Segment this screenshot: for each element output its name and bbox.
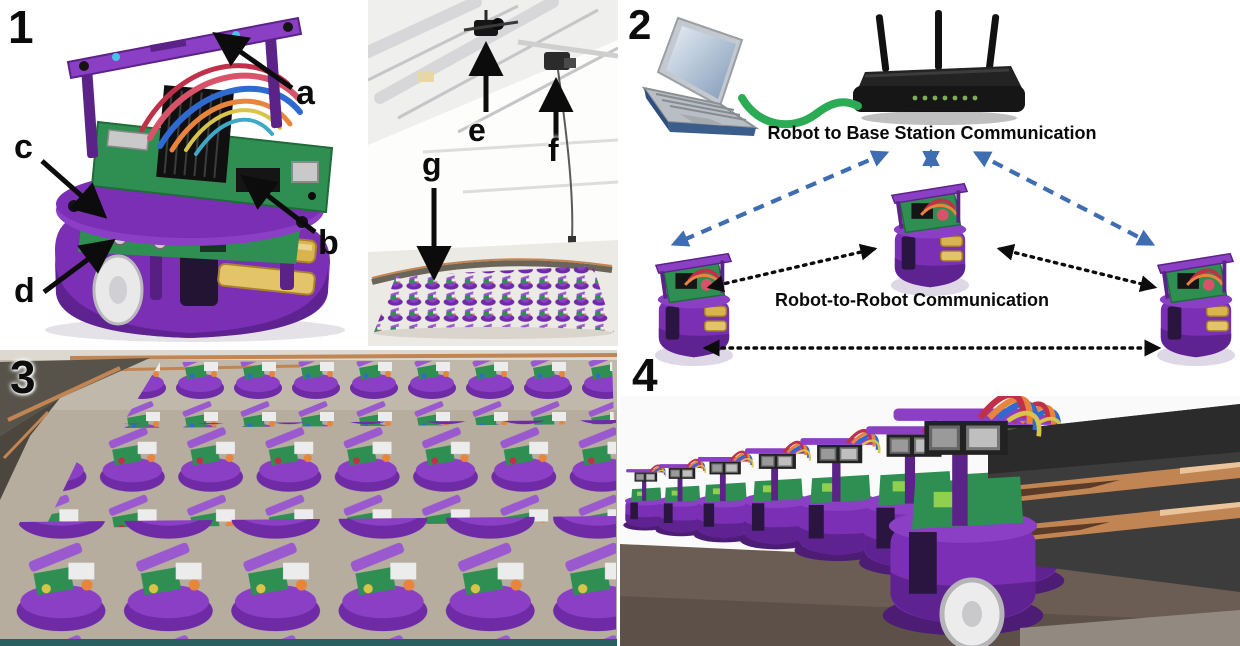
robot-closeup-photo (0, 0, 368, 346)
charging-rail-border (0, 358, 150, 500)
panel-number-1: 1 (8, 1, 34, 53)
diagram-robots (652, 181, 1238, 367)
robot-icon-center (888, 181, 972, 297)
annotation-label-g: g (422, 146, 442, 182)
router-leds (912, 95, 978, 101)
annotation-label-c: c (14, 128, 33, 166)
charging-row-photo (620, 396, 1240, 646)
antennas (875, 10, 1000, 72)
wall-rails (422, 138, 618, 194)
copper-pipe (69, 353, 617, 360)
robot-icon-right (1154, 251, 1238, 367)
panel-number-2: 2 (628, 1, 651, 48)
robot-swarm (374, 266, 614, 332)
annotation-label-a: a (296, 74, 315, 112)
router-icon (853, 10, 1025, 125)
panel-number-3: 3 (10, 351, 36, 403)
robot-swarm-far (120, 360, 614, 428)
arena-rail (371, 260, 613, 285)
caption-base-station: Robot to Base Station Communication (767, 123, 1097, 143)
robot-icon (883, 396, 1044, 646)
annotation-label-f: f (548, 132, 559, 168)
annotation-label-d: d (14, 272, 35, 310)
annotation-label-b: b (318, 224, 339, 262)
laptop-icon (641, 16, 760, 136)
panel-number-4: 4 (632, 349, 658, 401)
swarm-photo (0, 350, 617, 646)
camera-icon (463, 10, 519, 36)
robot-swarm-mid (45, 420, 616, 528)
robot-icon-left (652, 251, 736, 367)
robot-swarm-near (0, 516, 616, 644)
caption-robot-robot: Robot-to-Robot Communication (775, 290, 1049, 310)
lab-arena-photo (368, 0, 618, 346)
annotation-label-e: e (468, 112, 486, 148)
